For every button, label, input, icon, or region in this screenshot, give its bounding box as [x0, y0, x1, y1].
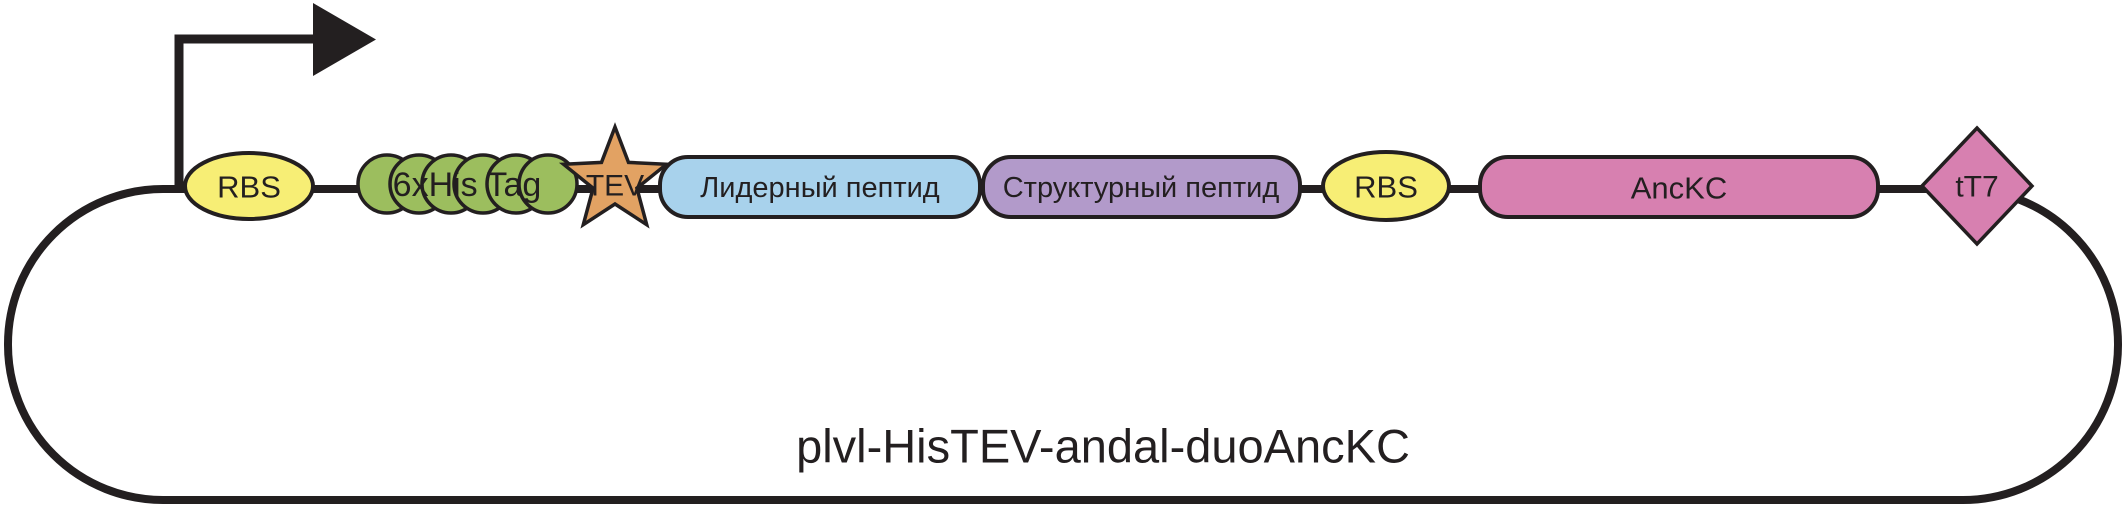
rbs-label-1: RBS [217, 170, 281, 205]
promoter-arrow [174, 3, 376, 192]
leader-peptide-label: Лидерный пептид [700, 172, 940, 204]
his-coil-circle [517, 153, 579, 215]
structural-peptide-box [981, 155, 1302, 219]
leader-peptide-box [658, 155, 982, 219]
promoter-arrow-stem [174, 34, 316, 192]
tt7-diamond [1919, 125, 2035, 247]
promoter-arrowhead [313, 3, 376, 76]
tev-label: TEV [586, 170, 644, 203]
tev-star [558, 122, 672, 229]
rbs-label-2: RBS [1354, 170, 1418, 205]
his-tag-coils: 6xHis Tag [356, 153, 579, 215]
anckc-label: AncKC [1631, 171, 1727, 206]
plasmid-title: plvl-HisTEV-andal-duoAncKC [796, 420, 1410, 473]
his-tag-label: 6xHis Tag [393, 166, 542, 204]
anckc-box [1478, 155, 1880, 219]
rbs-ellipse-1 [183, 151, 315, 221]
rbs-ellipse-2 [1321, 150, 1451, 222]
structural-peptide-label: Структурный пептид [1003, 172, 1280, 204]
tt7-label: tT7 [1955, 171, 1998, 204]
